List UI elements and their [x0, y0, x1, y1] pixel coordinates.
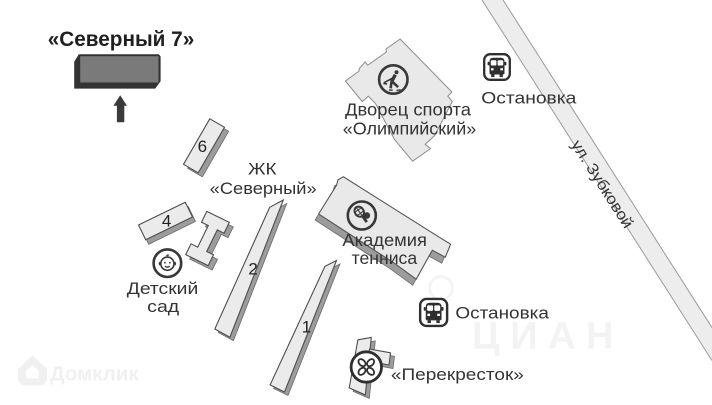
svg-text:Остановка: Остановка [455, 304, 549, 322]
svg-text:Домклик: Домклик [50, 363, 139, 386]
svg-text:6: 6 [198, 137, 207, 156]
svg-text:4: 4 [162, 212, 171, 231]
svg-text:Остановка: Остановка [481, 90, 577, 108]
svg-text:«Северный»: «Северный» [210, 180, 317, 198]
svg-text:Дворец спорта: Дворец спорта [345, 100, 471, 120]
svg-text:Детский: Детский [127, 279, 199, 298]
svg-text:ЦИАН: ЦИАН [472, 316, 624, 358]
svg-text:«Северный 7»: «Северный 7» [48, 27, 195, 51]
svg-text:Академия: Академия [342, 230, 427, 250]
svg-text:2: 2 [248, 259, 257, 278]
svg-text:ЖК: ЖК [248, 161, 277, 179]
svg-text:сад: сад [147, 297, 179, 316]
svg-text:«Перекресток»: «Перекресток» [391, 366, 524, 384]
svg-text:«Олимпийский»: «Олимпийский» [343, 118, 477, 138]
svg-text:тенниса: тенниса [352, 248, 418, 268]
svg-text:1: 1 [302, 318, 311, 337]
